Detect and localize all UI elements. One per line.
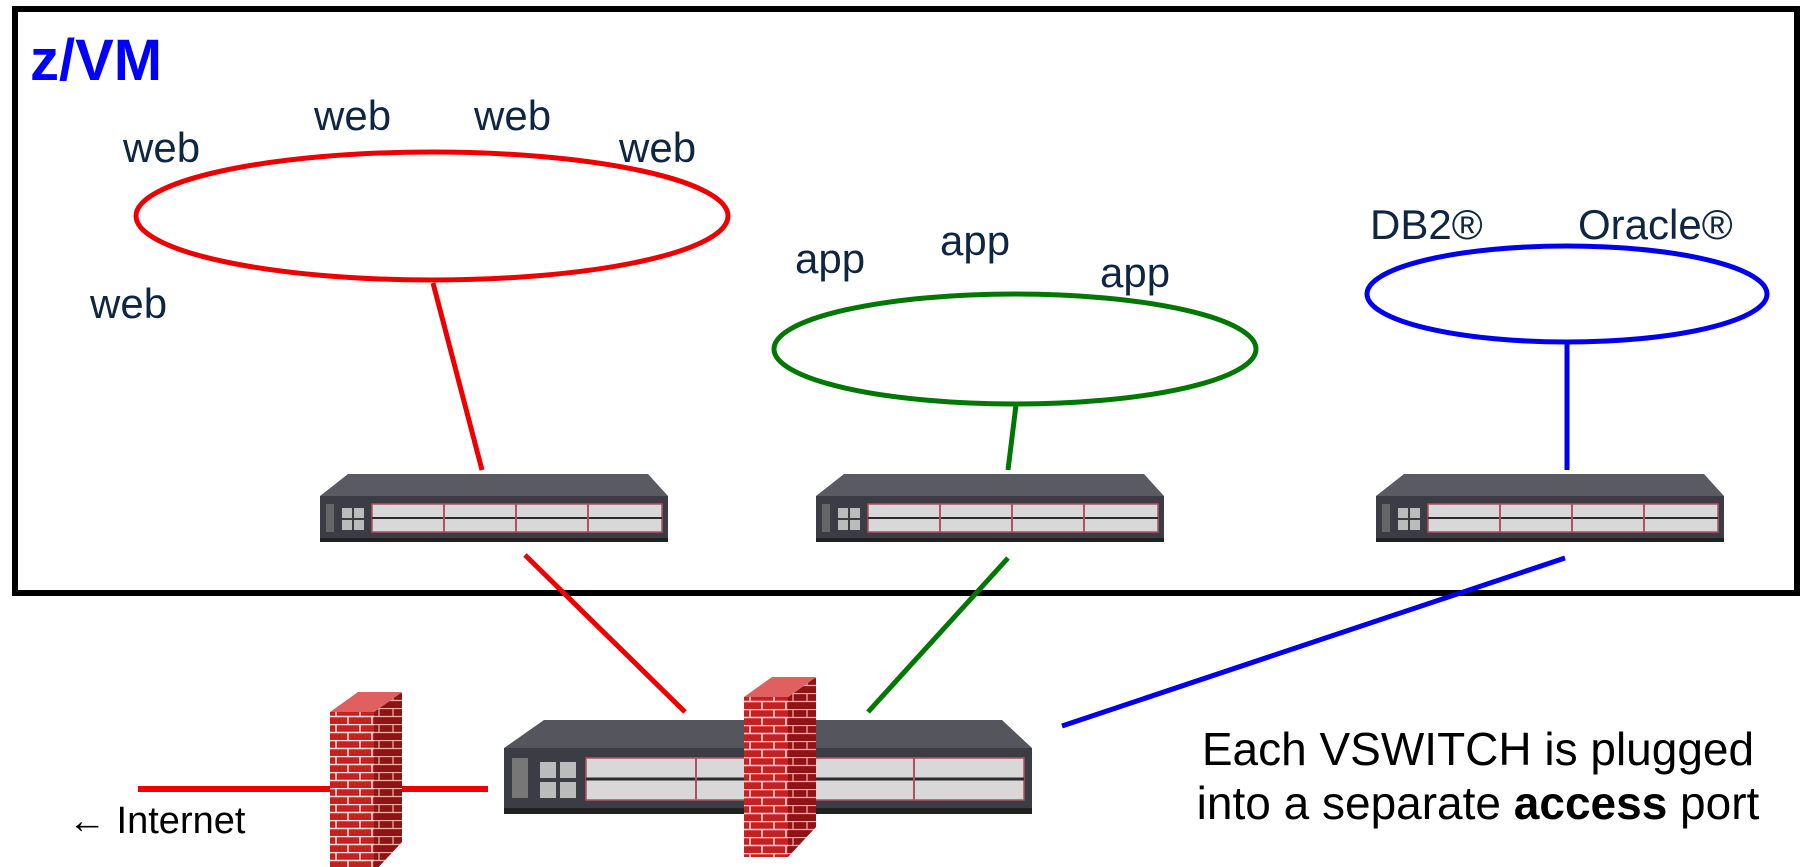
caption: Each VSWITCH is plugged into a separate … bbox=[1148, 722, 1808, 831]
internet-label: ← Internet bbox=[68, 800, 246, 842]
web-label-4: web bbox=[619, 124, 697, 171]
caption-line-2: into a separate access port bbox=[1148, 776, 1808, 830]
firewall-inner-icon bbox=[744, 677, 816, 857]
vswitch-web-icon bbox=[319, 473, 669, 543]
zvm-frame bbox=[12, 6, 1800, 596]
app-label-1: app bbox=[795, 235, 866, 282]
oracle-label: Oracle® bbox=[1578, 201, 1733, 248]
web-label-1: web bbox=[123, 124, 201, 171]
app-vlan-ellipse bbox=[771, 291, 1259, 407]
caption-line-2-pre: into a separate bbox=[1196, 777, 1514, 830]
db2-label: DB2® bbox=[1370, 201, 1483, 248]
caption-line-2-bold: access bbox=[1513, 777, 1668, 830]
web-label-2: web bbox=[314, 92, 392, 139]
vswitch-app-icon bbox=[815, 473, 1165, 543]
web-trunk-line bbox=[523, 553, 687, 714]
app-label-3: app bbox=[1100, 249, 1171, 296]
vswitch-db-icon bbox=[1375, 473, 1725, 543]
web-uplink bbox=[430, 282, 485, 471]
web-vlan-ellipse bbox=[133, 149, 731, 283]
firewall-outer-icon bbox=[330, 692, 402, 867]
app-uplink bbox=[1005, 404, 1019, 471]
caption-line-1: Each VSWITCH is plugged bbox=[1201, 723, 1755, 775]
app-label-2: app bbox=[940, 217, 1011, 264]
zvm-title: z/VM bbox=[30, 28, 163, 93]
caption-line-2-post: port bbox=[1667, 777, 1760, 830]
web-label-5: web bbox=[90, 280, 168, 327]
db-vlan-ellipse bbox=[1364, 243, 1770, 345]
web-label-3: web bbox=[474, 92, 552, 139]
db-trunk-line bbox=[1061, 555, 1566, 729]
app-trunk-line bbox=[866, 556, 1010, 714]
